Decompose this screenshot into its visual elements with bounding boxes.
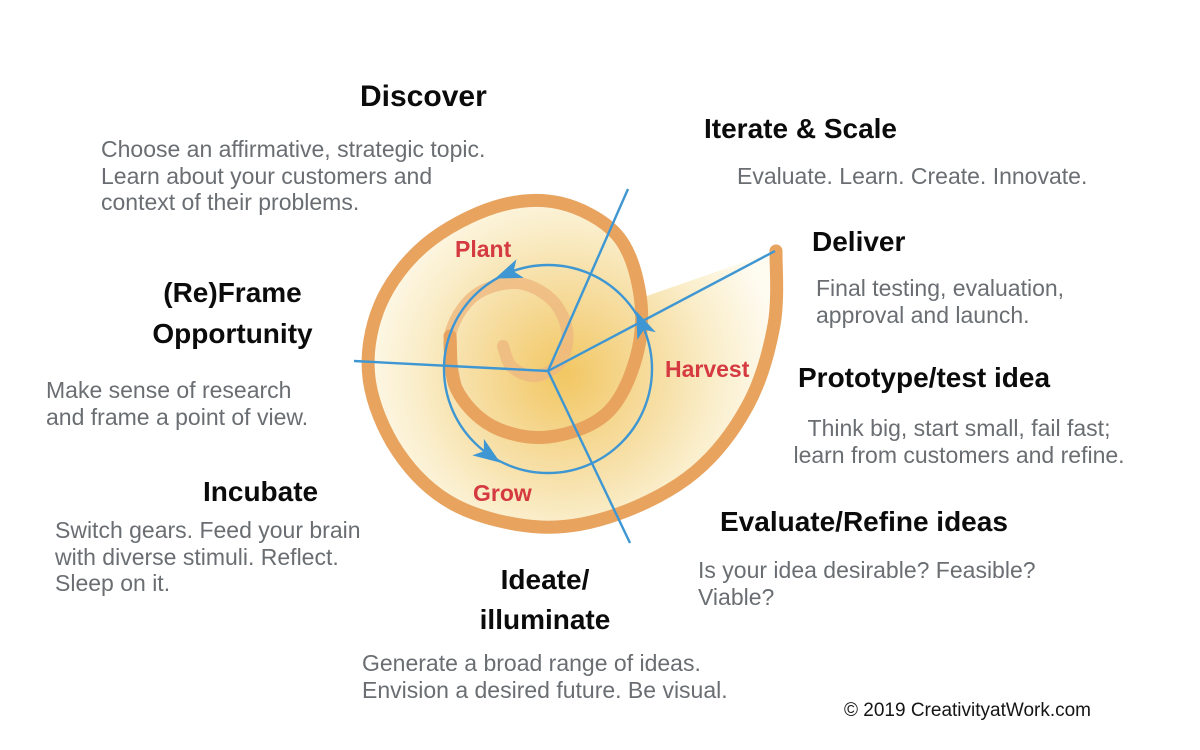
evaluate-refine-body: Is your idea desirable? Feasible? Viable…: [698, 557, 1036, 610]
spiral-diagram: Plant Harvest Grow: [353, 188, 784, 544]
spiral-outer-stroke: [361, 193, 784, 534]
cycle-arrow-left-icon: [495, 259, 524, 279]
ray-bottom: [546, 370, 632, 544]
discover-body: Choose an affirmative, strategic topic. …: [101, 136, 486, 216]
prototype-body: Think big, start small, fail fast; learn…: [793, 415, 1125, 468]
spiral-fill: [368, 200, 777, 528]
incubate-body: Switch gears. Feed your brain with diver…: [55, 517, 361, 597]
cycle-circle: [442, 263, 654, 475]
grow-label: Grow: [473, 480, 532, 506]
iterate-scale-body: Evaluate. Learn. Create. Innovate.: [737, 163, 1088, 189]
deliver-title: Deliver: [812, 226, 906, 257]
incubate-title: Incubate: [203, 476, 319, 507]
ray-left: [353, 359, 549, 373]
ray-top: [546, 188, 630, 372]
evaluate-refine-title: Evaluate/Refine ideas: [720, 506, 1008, 537]
prototype-title: Prototype/test idea: [798, 362, 1051, 393]
ideate-body: Generate a broad range of ideas. Envisio…: [362, 650, 728, 703]
reframe-title: (Re)Frame Opportunity: [152, 277, 313, 349]
harvest-label: Harvest: [665, 356, 750, 382]
ideate-title: Ideate/ illuminate: [479, 564, 611, 636]
ray-deliver: [547, 249, 776, 373]
discover-title: Discover: [360, 80, 487, 113]
copyright-text: © 2019 CreativityatWork.com: [844, 700, 1092, 721]
reframe-body: Make sense of research and frame a point…: [46, 377, 309, 430]
cycle-arrow-up-icon: [636, 311, 656, 340]
deliver-body: Final testing, evaluation, approval and …: [816, 275, 1065, 328]
iterate-scale-title: Iterate & Scale: [704, 113, 897, 144]
cycle-arrow-right-icon: [472, 438, 501, 463]
plant-label: Plant: [455, 236, 512, 262]
